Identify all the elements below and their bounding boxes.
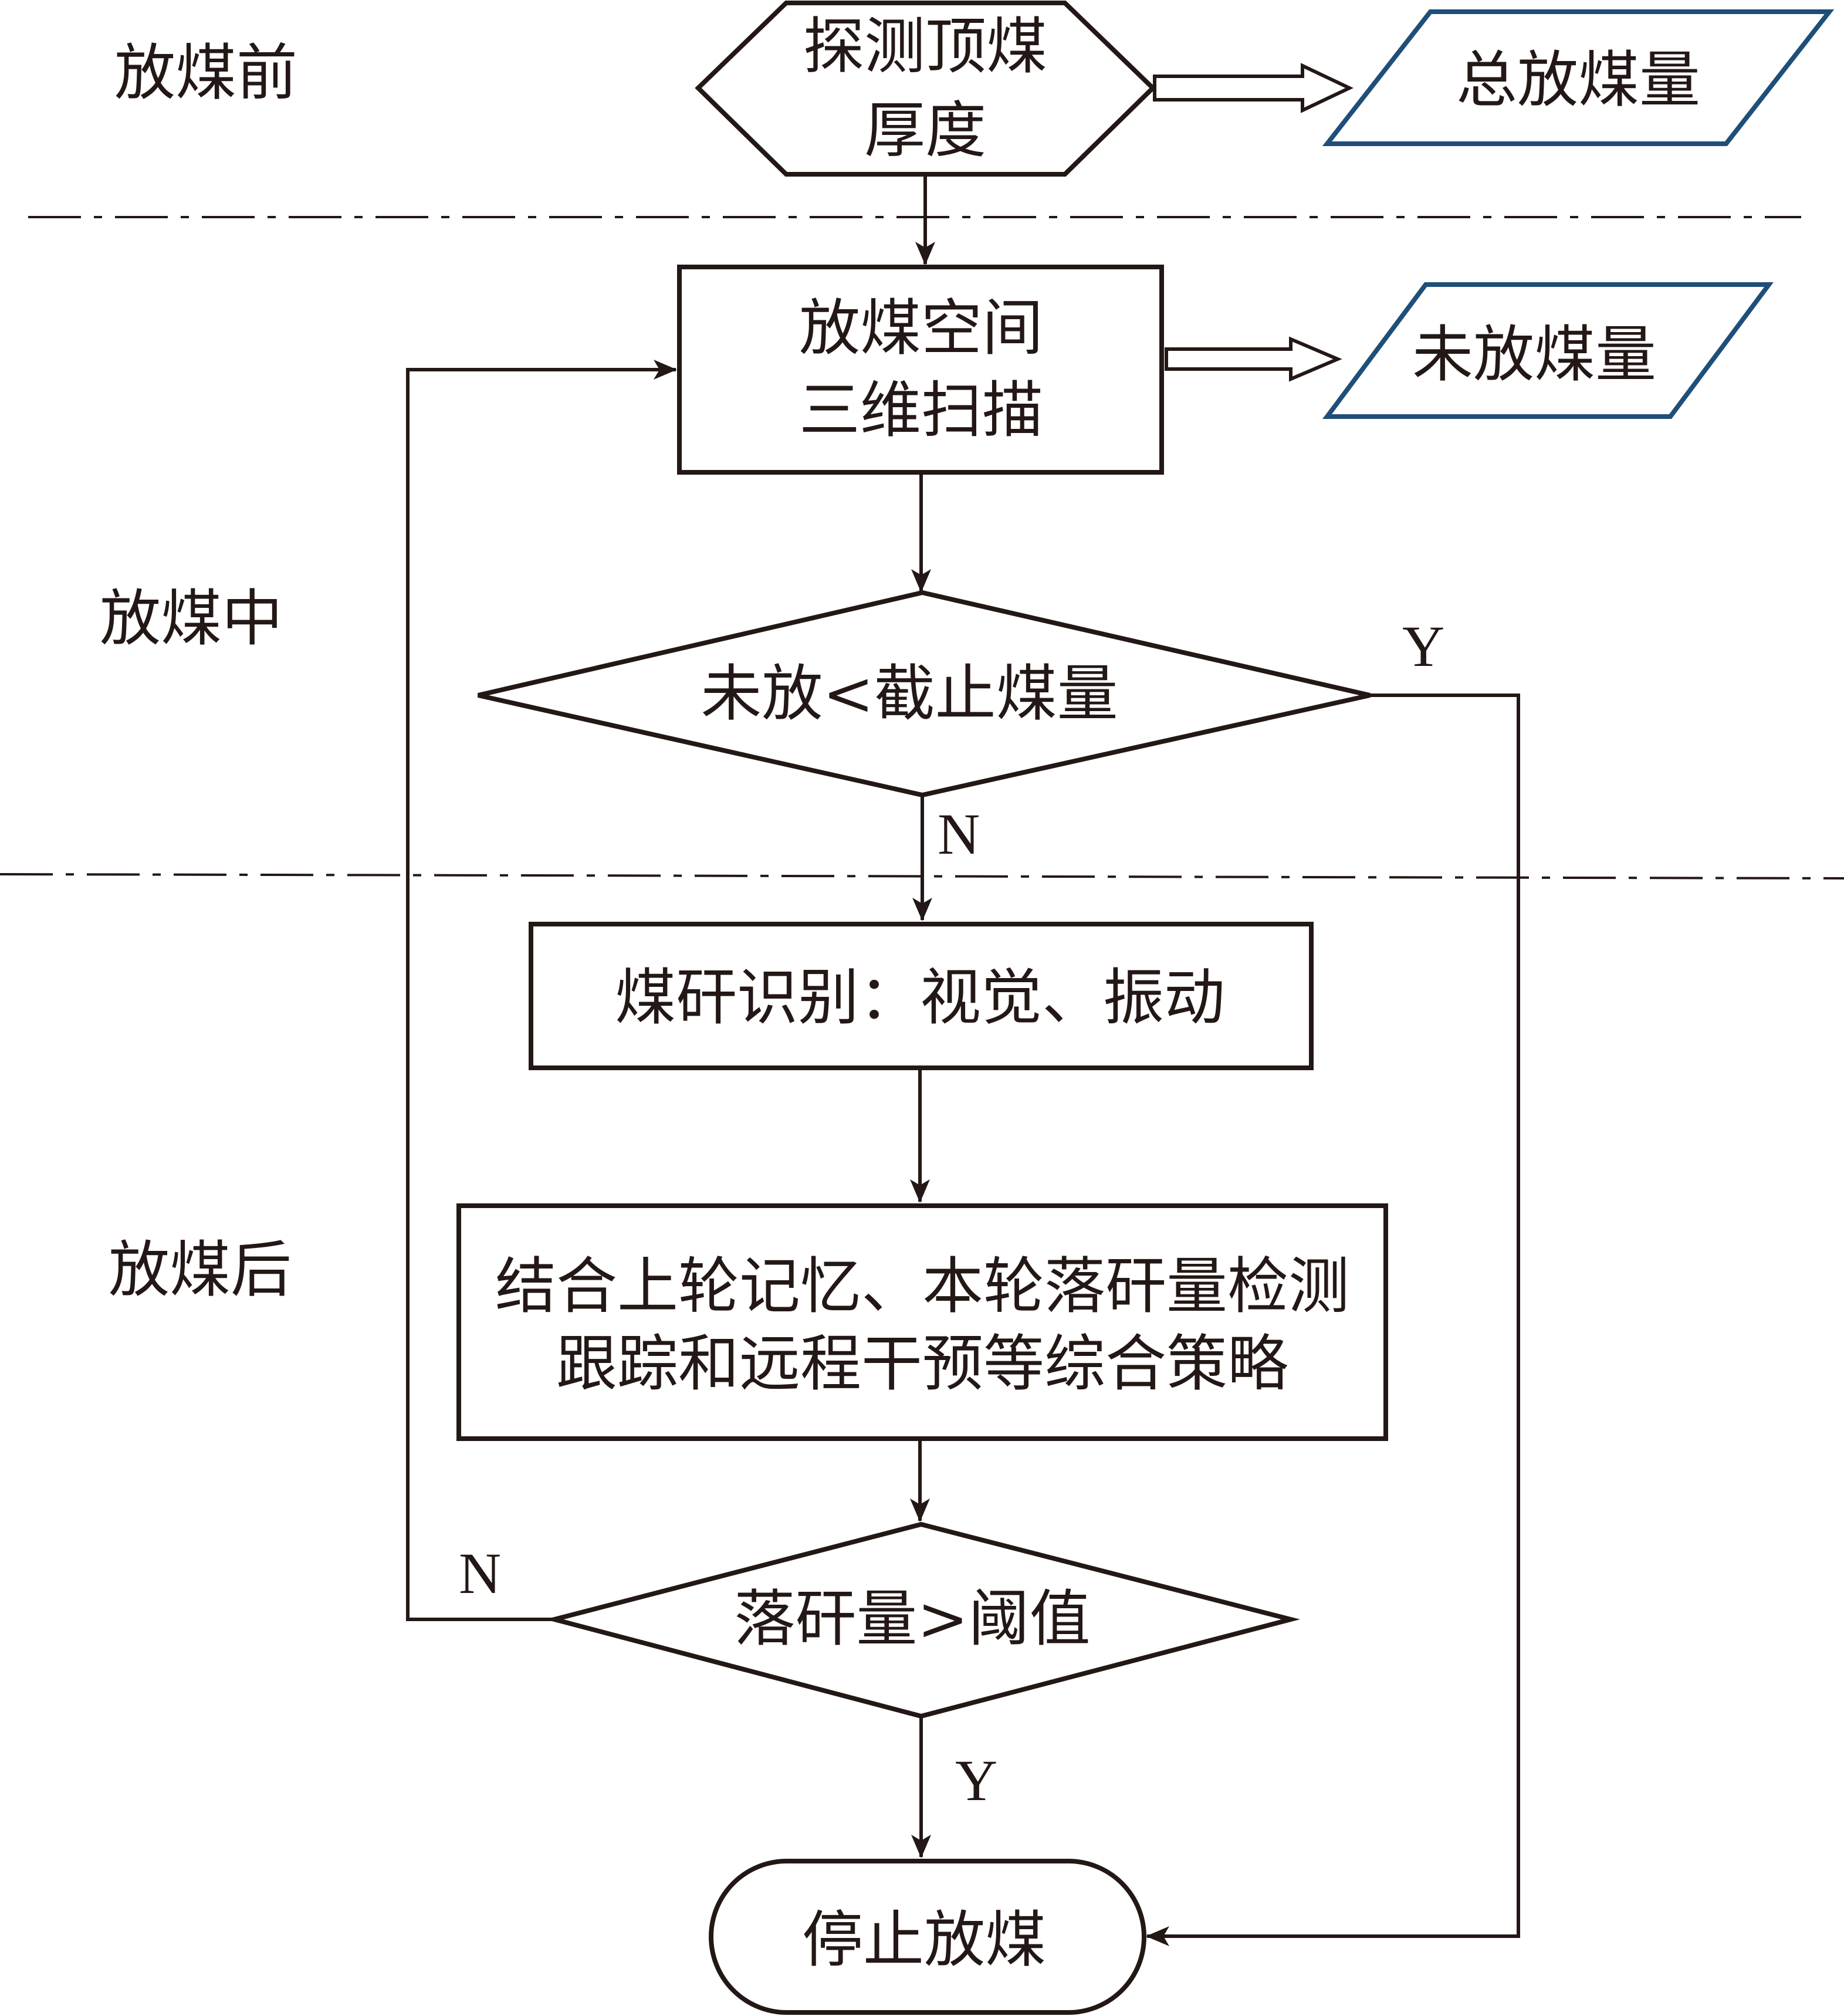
double-arrow-total (1153, 63, 1354, 113)
double-arrow-remaining (1165, 336, 1342, 382)
scan-line-2: 三维扫描 (799, 374, 1043, 446)
phase-label-before: 放煤前 (114, 37, 297, 109)
stop-label: 停止放煤 (802, 1904, 1046, 1976)
stop-node: 停止放煤 (709, 1859, 1146, 2015)
phase-divider-2 (0, 873, 1844, 880)
decision-gangue-node: 落矸量>阈值 (545, 1521, 1300, 1719)
decision-remaining-node: 未放<截止煤量 (478, 590, 1371, 798)
arrow-decision2-no-loop (406, 360, 677, 1621)
decision1-yes-label: Y (1402, 614, 1444, 679)
strategy-node: 结合上轮记忆、本轮落矸量检测 跟踪和远程干预等综合策略 (456, 1203, 1388, 1441)
decision2-yes-label: Y (955, 1748, 997, 1813)
total-coal-label: 总放煤量 (1456, 44, 1700, 116)
scan-line-1: 放煤空间 (799, 292, 1043, 364)
decision1-no-label: N (938, 801, 980, 867)
decision-gangue-label: 落矸量>阈值 (734, 1583, 1090, 1655)
detect-thickness-node: 探测顶煤 厚度 (695, 1, 1156, 177)
phase-label-during: 放煤中 (100, 583, 283, 654)
total-coal-node: 总放煤量 (1322, 9, 1835, 146)
scan-node: 放煤空间 三维扫描 (677, 265, 1164, 475)
detect-thickness-line-1: 探测顶煤 (803, 11, 1047, 82)
identify-node: 煤矸识别：视觉、振动 (529, 922, 1314, 1070)
remaining-coal-label: 未放煤量 (1412, 319, 1656, 390)
decision2-no-label: N (459, 1541, 501, 1606)
arrow-decision1-yes-to-stop (1146, 694, 1520, 1946)
identify-label: 煤矸识别：视觉、振动 (615, 962, 1225, 1033)
decision-remaining-label: 未放<截止煤量 (701, 658, 1118, 729)
strategy-line-2: 跟踪和远程干预等综合策略 (556, 1328, 1288, 1399)
strategy-line-1: 结合上轮记忆、本轮落矸量检测 (495, 1250, 1349, 1322)
phase-label-after: 放煤后 (109, 1234, 292, 1305)
detect-thickness-line-2: 厚度 (864, 94, 986, 166)
remaining-coal-node: 未放煤量 (1322, 282, 1774, 419)
